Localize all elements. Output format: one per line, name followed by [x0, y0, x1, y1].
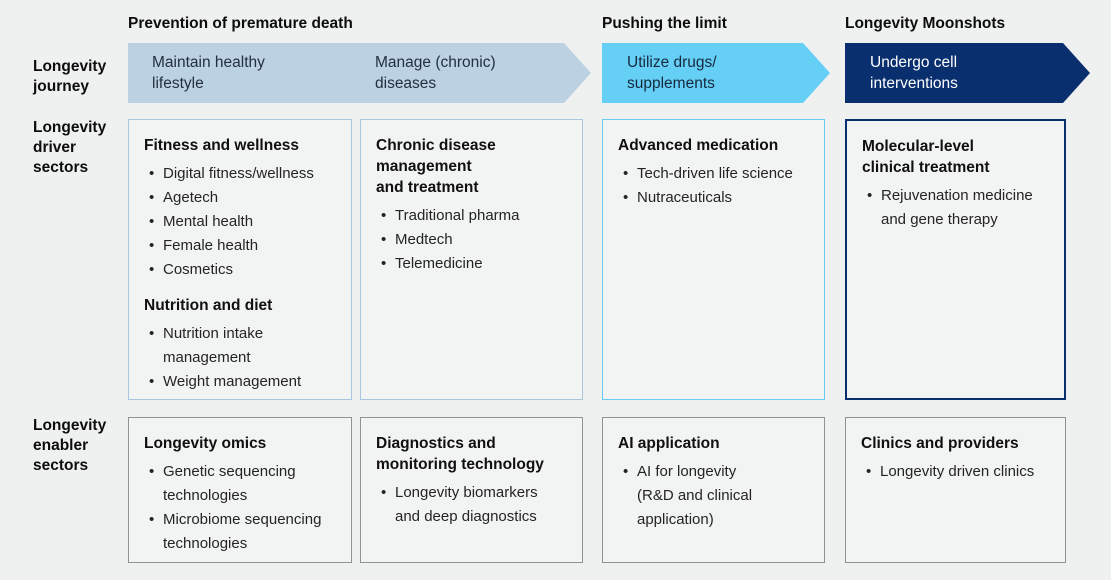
sector-heading: AI application [618, 435, 720, 452]
sector-group: Clinics and providers Longevity driven c… [861, 433, 1050, 484]
sector-group: Diagnostics and monitoring technology Lo… [376, 433, 567, 529]
row-label-enabler-sectors: Longevity enabler sectors [33, 417, 107, 474]
sector-item: Nutrition intake management [144, 322, 336, 370]
sector-heading: Molecular-level clinical treatment [862, 138, 990, 176]
sector-item: Traditional pharma [376, 204, 567, 228]
sector-heading: Advanced medication [618, 137, 779, 154]
sector-group: Advanced medication Tech-driven life sci… [618, 135, 809, 210]
sector-item: Female health [144, 234, 336, 258]
sector-item: Agetech [144, 186, 336, 210]
sector-item: Microbiome sequencing technologies [144, 508, 336, 556]
sector-heading: Clinics and providers [861, 435, 1019, 452]
sector-item: Nutraceuticals [618, 186, 809, 210]
enabler-box-diagnostics: Diagnostics and monitoring technology Lo… [360, 417, 583, 563]
enabler-box-ai-application: AI application AI for longevity (R&D and… [602, 417, 825, 563]
sector-group: Longevity omics Genetic sequencing techn… [144, 433, 336, 556]
sector-heading: Fitness and wellness [144, 137, 300, 154]
enabler-box-longevity-omics: Longevity omics Genetic sequencing techn… [128, 417, 352, 563]
driver-box-chronic-disease: Chronic disease management and treatment… [360, 119, 583, 400]
sector-heading: Longevity omics [144, 435, 267, 452]
row-label-longevity-journey: Longevity journey [33, 58, 107, 95]
journey-arrow-prevention: Maintain healthy lifestyle Manage (chron… [128, 43, 591, 103]
sector-group: Nutrition and diet Nutrition intake mana… [144, 295, 336, 394]
journey-step-manage-diseases: Manage (chronic) diseases [375, 54, 496, 92]
sector-item: Longevity biomarkers and deep diagnostic… [376, 481, 567, 529]
sector-item: Tech-driven life science [618, 162, 809, 186]
sector-group: Molecular-level clinical treatment Rejuv… [862, 136, 1049, 232]
sector-item: Longevity driven clinics [861, 460, 1050, 484]
sector-item: Cosmetics [144, 258, 336, 282]
sector-item: Genetic sequencing technologies [144, 460, 336, 508]
journey-arrow-cell-interventions: Undergo cell interventions [845, 43, 1090, 103]
journey-step-maintain-lifestyle: Maintain healthy lifestyle [152, 54, 265, 92]
sector-item: Digital fitness/wellness [144, 162, 336, 186]
sector-item: AI for longevity (R&D and clinical appli… [618, 460, 809, 532]
phase-header-prevention: Prevention of premature death [128, 15, 353, 32]
driver-box-molecular-treatment: Molecular-level clinical treatment Rejuv… [845, 119, 1066, 400]
sector-item: Telemedicine [376, 252, 567, 276]
sector-group: Chronic disease management and treatment… [376, 135, 567, 276]
enabler-box-clinics-providers: Clinics and providers Longevity driven c… [845, 417, 1066, 563]
sector-item: Mental health [144, 210, 336, 234]
driver-box-fitness-nutrition: Fitness and wellness Digital fitness/wel… [128, 119, 352, 400]
journey-step-cell-interventions: Undergo cell interventions [870, 54, 958, 92]
phase-header-pushing-limit: Pushing the limit [602, 15, 727, 32]
sector-item: Weight management [144, 370, 336, 394]
journey-arrow-utilize-drugs: Utilize drugs/ supplements [602, 43, 830, 103]
row-label-driver-sectors: Longevity driver sectors [33, 119, 107, 176]
sector-heading: Chronic disease management and treatment [376, 137, 496, 196]
phase-header-moonshots: Longevity Moonshots [845, 15, 1006, 32]
sector-heading: Diagnostics and monitoring technology [376, 435, 544, 473]
sector-group: Fitness and wellness Digital fitness/wel… [144, 135, 336, 282]
driver-box-advanced-medication: Advanced medication Tech-driven life sci… [602, 119, 825, 400]
journey-step-utilize-drugs: Utilize drugs/ supplements [627, 54, 717, 92]
sector-item: Rejuvenation medicine and gene therapy [862, 184, 1049, 232]
sector-heading: Nutrition and diet [144, 297, 273, 314]
sector-item: Medtech [376, 228, 567, 252]
sector-group: AI application AI for longevity (R&D and… [618, 433, 809, 532]
